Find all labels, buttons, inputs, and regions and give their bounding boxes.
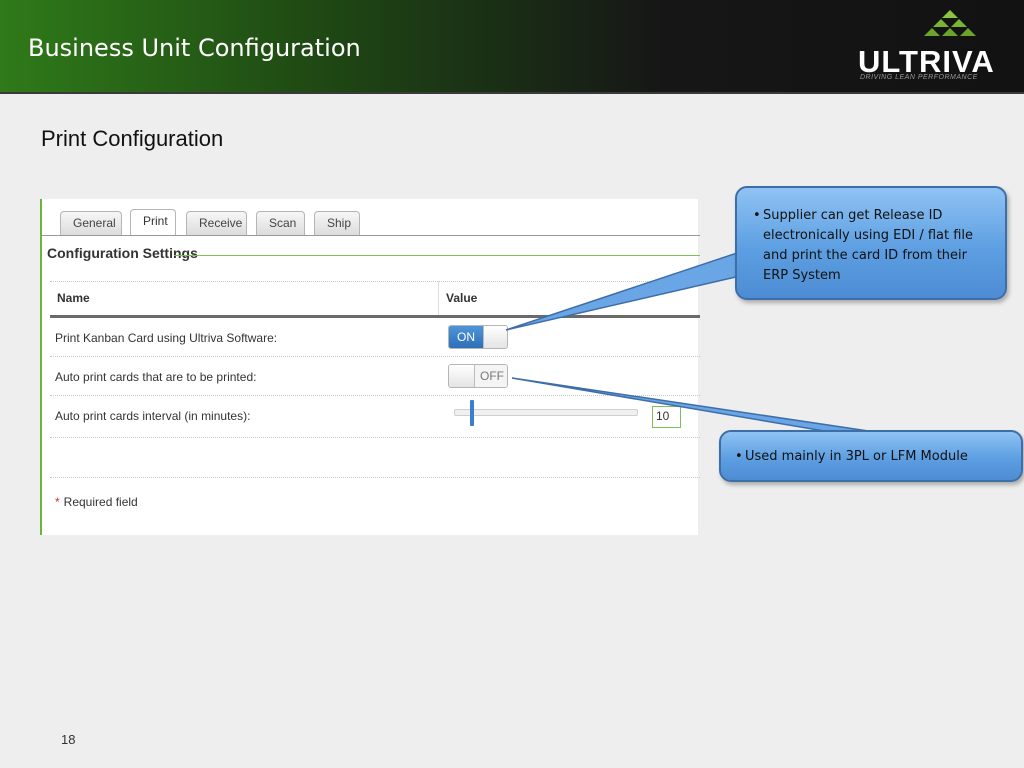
callout-release-id: Supplier can get Release ID electronical…	[735, 186, 1007, 300]
interval-slider-track[interactable]	[454, 409, 638, 416]
callout-3pl-module: Used mainly in 3PL or LFM Module	[719, 430, 1023, 482]
tab-scan[interactable]: Scan	[256, 211, 305, 235]
row-divider	[50, 395, 700, 396]
interval-input[interactable]: 10	[652, 406, 681, 428]
header-top-divider	[50, 281, 700, 282]
row-divider	[50, 356, 700, 357]
toggle-off-label: OFF	[475, 365, 507, 387]
required-field-note: *Required field	[55, 495, 138, 509]
column-header-value: Value	[446, 291, 478, 305]
required-label: Required field	[63, 495, 138, 509]
logo-triangle-icon	[924, 10, 976, 36]
ultriva-logo: ULTRIVA DRIVING LEAN PERFORMANCE	[852, 8, 1008, 88]
toggle-knob	[483, 326, 507, 348]
column-header-name: Name	[57, 291, 90, 305]
callout-1-text: Supplier can get Release ID electronical…	[753, 206, 991, 286]
configuration-panel: General Print Receive Scan Ship Configur…	[40, 199, 700, 535]
interval-slider-handle[interactable]	[470, 400, 474, 426]
slide-subtitle: Print Configuration	[41, 126, 224, 151]
required-asterisk: *	[55, 495, 60, 509]
row-label-print-interval: Auto print cards interval (in minutes):	[55, 409, 251, 423]
tab-bar-baseline	[42, 235, 700, 236]
page-number: 18	[61, 732, 76, 747]
tab-receive[interactable]: Receive	[186, 211, 247, 235]
auto-print-toggle[interactable]: OFF	[448, 364, 508, 388]
print-kanban-toggle[interactable]: ON	[448, 325, 508, 349]
tab-general[interactable]: General	[60, 211, 122, 235]
row-divider	[50, 437, 700, 438]
toggle-knob	[449, 365, 475, 387]
toggle-on-label: ON	[449, 326, 483, 348]
footer-divider	[50, 477, 700, 478]
callout-2-text: Used mainly in 3PL or LFM Module	[735, 447, 1011, 467]
section-rule	[174, 255, 700, 256]
row-label-auto-print: Auto print cards that are to be printed:	[55, 370, 257, 384]
section-title: Configuration Settings	[47, 245, 198, 261]
slide-title: Business Unit Configuration	[28, 34, 361, 62]
tab-print[interactable]: Print	[130, 209, 176, 236]
header-rule	[50, 315, 700, 318]
row-label-print-kanban: Print Kanban Card using Ultriva Software…	[55, 331, 278, 345]
column-separator	[438, 281, 439, 317]
tab-ship[interactable]: Ship	[314, 211, 360, 235]
slide-header: Business Unit Configuration ULTRIVA DRIV…	[0, 0, 1024, 94]
logo-wordmark: ULTRIVA	[858, 44, 995, 79]
logo-tagline: DRIVING LEAN PERFORMANCE	[860, 74, 978, 81]
